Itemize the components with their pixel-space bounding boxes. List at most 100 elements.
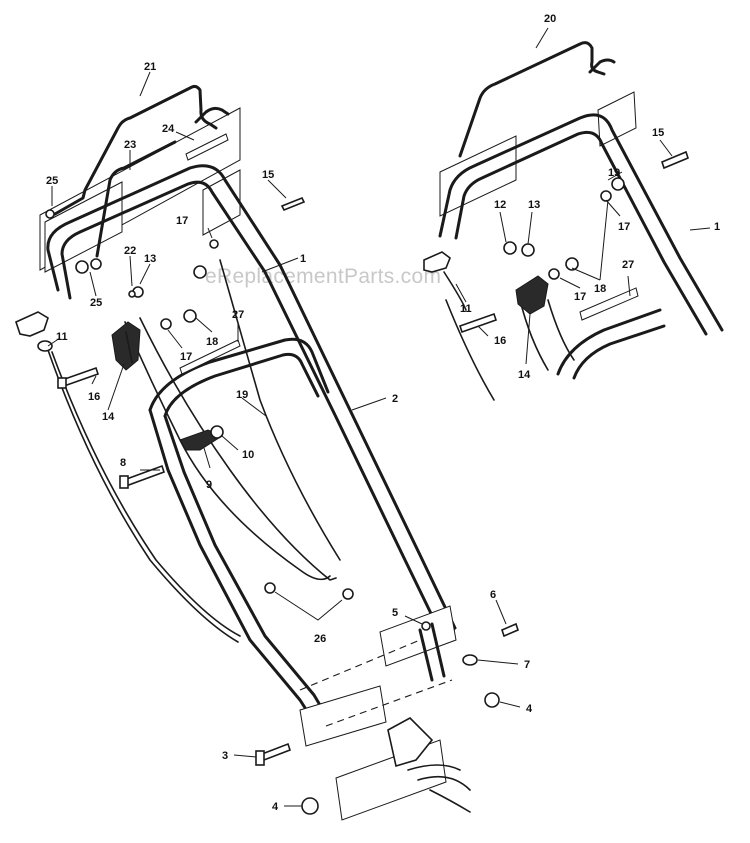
right-nut-18 [565,257,579,271]
rod-23 [95,140,177,258]
callout-27: 27 [232,309,244,321]
callout-2: 2 [392,393,398,405]
nut-18 [183,309,197,323]
callout-15: 15 [652,127,664,139]
nut-10 [210,425,224,439]
clip-26a [264,582,276,594]
bolt-8 [122,464,166,488]
callout-19: 19 [236,389,248,401]
callout-3: 3 [222,750,228,762]
callout-16: 16 [88,391,100,403]
right-control-14 [515,275,549,315]
knob-4b [301,797,319,815]
lower-panel-b [335,739,447,821]
upper-handle-outer [46,164,457,630]
right-cable-c [445,299,495,401]
callout-17: 17 [180,351,192,363]
grip-knob [37,340,53,352]
crossbar-inner [163,352,320,418]
right-bolt-15 [661,150,689,170]
callout-5: 5 [392,607,398,619]
right-washer-12 [503,241,517,255]
callout-20: 20 [544,13,556,25]
right-grip [423,251,451,273]
bolt-8-head [119,475,129,489]
bracket-5 [418,622,446,682]
mower-bracket [387,717,434,768]
leader-26 [274,591,343,621]
right-crossbar-outer [556,308,662,376]
callout-8: 8 [120,457,126,469]
right-crossbar-inner [572,324,666,380]
dash-a [299,639,421,691]
callout-27: 27 [622,259,634,271]
lower-panel-a [299,685,387,747]
callout-labels: 21 24 23 25 15 17 22 13 25 1 11 27 17 18… [46,13,720,813]
bracket-5-hole [421,621,431,631]
callout-11: 11 [56,331,68,343]
callout-4: 4 [272,801,279,813]
right-grip-cable [443,271,467,311]
callout-9: 9 [206,479,212,491]
bolt-16-head [57,377,67,389]
bail-21 [53,84,218,216]
lower-panel-c [379,605,457,667]
callout-1: 1 [714,221,720,233]
callout-17: 17 [176,215,188,227]
mid-panel-left [44,181,123,273]
callout-1: 1 [300,253,306,265]
nut-17a [193,265,207,279]
bolt-15 [280,196,306,212]
washer-17 [209,239,219,249]
callout-7: 7 [524,659,530,671]
crossbar-outer [148,337,330,412]
right-washer-17b [600,190,612,202]
right-handle-inner [454,130,708,336]
lower-handle-left-inner [163,414,332,724]
cable-19a [124,321,331,581]
callout-12: 12 [494,199,506,211]
callout-25: 25 [46,175,58,187]
callout-22: 22 [124,245,136,257]
callout-17: 17 [574,291,586,303]
control-lever-14 [111,321,141,371]
bail-20-hook [588,58,616,74]
callout-18: 18 [594,283,606,295]
callout-13: 13 [144,253,156,265]
callout-18: 18 [206,336,218,348]
knob-4a [484,692,500,708]
callout-25: 25 [90,297,102,309]
callout-10: 10 [242,449,254,461]
right-bolt-16 [458,312,498,334]
clip-25 [45,209,55,219]
spacer-7 [462,654,478,666]
right-nut-18b [611,177,625,191]
callout-14: 14 [518,369,531,381]
dash-b [325,679,453,727]
panel-r2 [597,91,637,147]
callout-16: 16 [494,335,506,347]
callout-4: 4 [526,703,533,715]
decal-24 [185,133,229,161]
leader-lines [47,27,711,807]
callout-6: 6 [490,589,496,601]
cable-19c [219,259,341,561]
callout-13: 13 [528,199,540,211]
right-handle-outer [438,113,724,332]
upper-handle-inner [60,180,442,634]
callout-19: 19 [608,167,620,179]
cable-11b [51,351,241,637]
left-assembly [15,84,519,821]
bail-21-hook [194,106,230,124]
right-nut-13 [521,243,535,257]
decal-27 [179,339,241,375]
cable-19b [139,317,337,581]
right-washer-17 [548,268,560,280]
clip-26b [342,588,354,600]
lower-handle-left-outer [148,408,320,730]
right-cable-b [547,299,575,361]
callout-15: 15 [262,169,274,181]
callout-23: 23 [124,139,136,151]
callout-26: 26 [314,633,326,645]
